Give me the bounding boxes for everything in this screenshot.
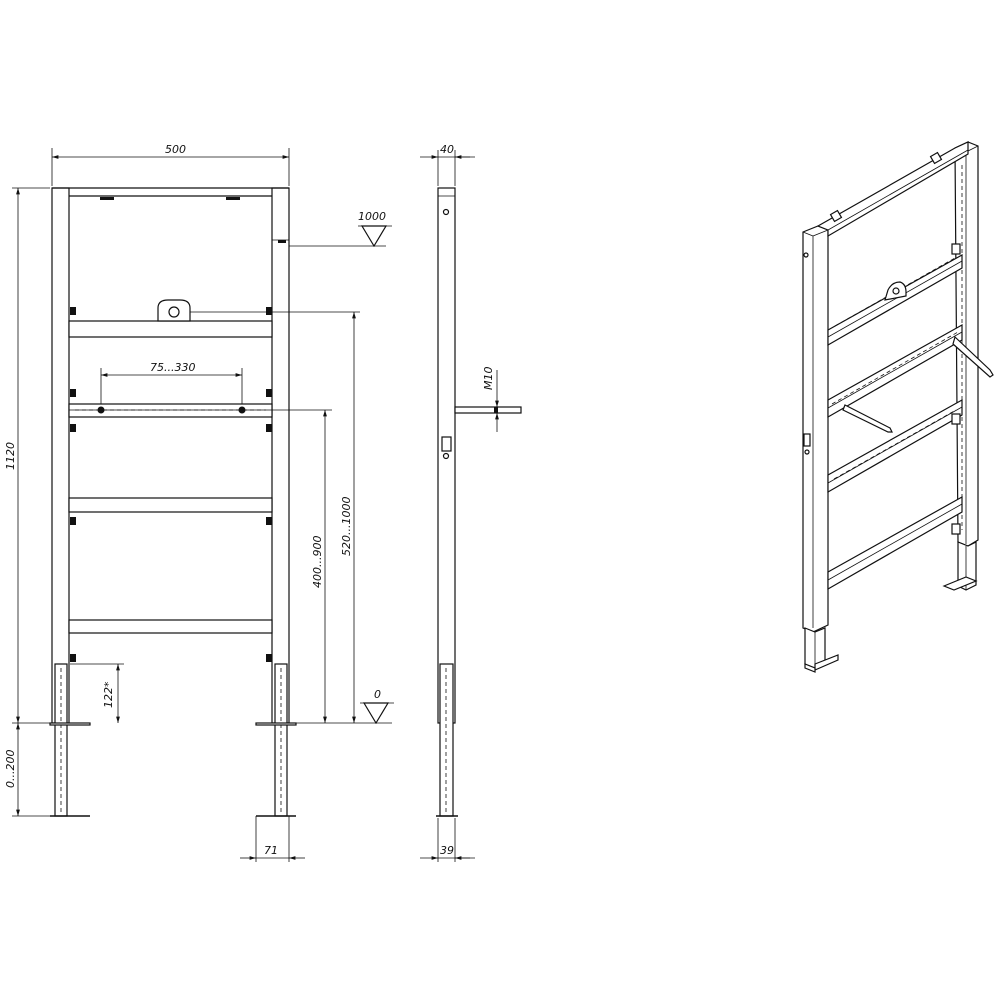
side-leg [439, 663, 454, 817]
iso-rod-back [952, 335, 994, 378]
threaded-rod [454, 406, 522, 414]
dim-adjust-span: 75...330 [150, 361, 195, 374]
upper-crossbar [68, 320, 273, 338]
lower-crossbar [68, 619, 273, 634]
right-upright [271, 187, 290, 724]
left-upright [51, 187, 70, 724]
adjustable-rail [68, 403, 273, 418]
dim-depth-bottom: 39 [440, 844, 454, 857]
left-foot [49, 722, 91, 726]
side-view: 40 39 M10 [420, 143, 522, 862]
dim-width-500: 500 [165, 143, 186, 156]
dim-leg-extension: 0...200 [4, 750, 17, 788]
dim-rail-range-1: 400...900 [311, 536, 324, 588]
level-0: 0 [374, 688, 381, 701]
dim-thread-m10: M10 [482, 367, 495, 391]
iso-rod-front [842, 404, 893, 433]
front-view: 500 1120 0...200 122* 1000 0 75...330 40 [4, 143, 394, 862]
side-upright [437, 187, 456, 724]
dim-leg-width: 71 [264, 844, 278, 857]
iso-left-upright [802, 225, 829, 633]
iso-top-bar [816, 141, 969, 238]
iso-upper-crossbar [827, 253, 963, 347]
right-foot [255, 722, 297, 726]
dim-height-1120: 1120 [4, 442, 17, 470]
iso-adjustable-rail [827, 323, 963, 419]
dim-rail-range-2: 520...1000 [340, 497, 353, 556]
iso-middle-crossbar [827, 398, 963, 494]
dim-depth-top: 40 [440, 143, 454, 156]
iso-lower-crossbar [827, 495, 963, 591]
middle-crossbar [68, 497, 273, 513]
level-1000: 1000 [358, 210, 386, 223]
isometric-view [802, 141, 994, 673]
dim-foot-height: 122* [102, 681, 115, 708]
